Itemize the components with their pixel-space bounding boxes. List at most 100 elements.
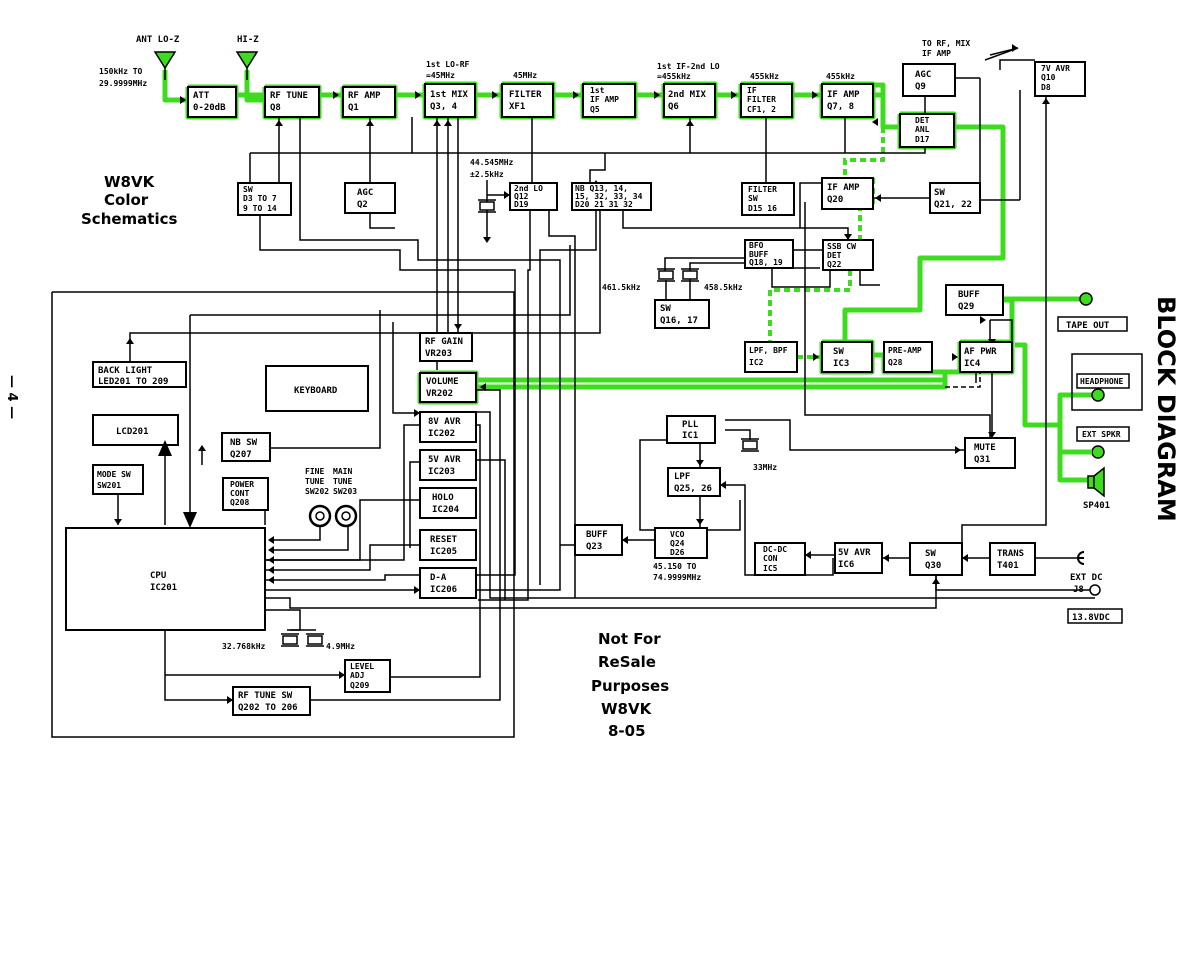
block-bfo-buff: BFO BUFF Q18, 19 <box>744 239 794 269</box>
block-buff-q23-line2: Q23 <box>586 542 602 552</box>
label-ext-spkr: EXT SPKR <box>1082 430 1121 439</box>
block-lcd: LCD201 <box>92 414 179 446</box>
block-vco-line3: D26 <box>670 548 685 557</box>
block-sw-ic3: SW IC3 <box>821 341 873 373</box>
block-sw-q30: SW Q30 <box>909 542 963 576</box>
block-keyboard: KEYBOARD <box>265 365 369 412</box>
block-volume: VOLUME VR202 <box>419 372 477 403</box>
block-power-cont-line2: CONT <box>230 489 249 498</box>
fine-tune-knob-icon <box>308 504 332 528</box>
block-nb-line3: D20 21 31 32 <box>575 200 633 209</box>
label-xtal-458: 458.5kHz <box>704 283 743 292</box>
block-lpf-q25: LPF Q25, 26 <box>667 467 721 497</box>
block-pre-amp-line1: PRE-AMP <box>888 346 922 355</box>
block-7v-avr-line3: D8 <box>1041 83 1051 92</box>
block-2nd-mix-line1: 2nd MIX <box>668 90 707 100</box>
block-2nd-mix: 2nd MIX Q6 <box>663 83 716 118</box>
label-hi-z: HI-Z <box>237 35 259 45</box>
speaker-icon <box>1087 466 1105 498</box>
ext-spkr-jack-icon <box>1091 445 1105 459</box>
block-5v-avr-ic6: 5V AVR IC6 <box>834 542 883 574</box>
block-7v-avr-line2: Q10 <box>1041 73 1056 82</box>
block-vco-line1: VCO <box>670 530 685 539</box>
block-filter-sw-line2: SW <box>748 194 758 203</box>
block-cpu-line1: CPU <box>150 571 166 581</box>
antenna-hi-z-icon <box>235 51 259 80</box>
block-agc-q9-line2: Q9 <box>915 82 926 92</box>
block-back-light: BACK LIGHT LED201 TO 209 <box>92 361 187 388</box>
block-mode-sw: MODE SW SW201 <box>92 464 144 495</box>
block-d-a-line1: D-A <box>430 573 447 583</box>
page-title: BLOCK DIAGRAM <box>1152 296 1180 522</box>
block-rf-tune: RF TUNE Q8 <box>264 86 320 118</box>
block-2nd-mix-line2: Q6 <box>668 102 679 112</box>
label-ant-lo-z: ANT LO-Z <box>136 35 180 45</box>
block-cpu: CPU IC201 <box>65 527 266 631</box>
label-lo-rf-2: =45MHz <box>426 71 455 80</box>
block-dc-dc-line3: IC5 <box>763 564 778 573</box>
block-holo-line2: IC204 <box>432 505 460 515</box>
notice-line1: Not For <box>598 630 661 648</box>
block-cpu-line2: IC201 <box>150 583 177 593</box>
block-sw-d3-line2: D3 TO 7 <box>243 194 277 203</box>
block-sw-q16-line1: SW <box>660 304 671 314</box>
label-455khz-b: 455kHz <box>826 72 855 81</box>
block-5v-avr-ic203-line2: IC203 <box>428 467 455 477</box>
antenna-lo-z-icon <box>153 51 177 80</box>
label-range-2: 29.9999MHz <box>99 79 147 88</box>
block-volume-line2: VR202 <box>426 389 453 399</box>
label-if2-1: 1st IF-2nd LO <box>657 62 720 71</box>
block-ssb-cw-det-line1: SSB CW <box>827 242 856 251</box>
label-headphone: HEADPHONE <box>1080 377 1124 386</box>
label-455khz-a: 455kHz <box>750 72 779 81</box>
block-mode-sw-line1: MODE SW <box>97 470 131 479</box>
block-mute-line1: MUTE <box>974 443 996 453</box>
block-nb-sw-line2: Q207 <box>230 450 252 460</box>
block-dc-dc-line1: DC-DC <box>763 545 787 554</box>
block-buff-q23: BUFF Q23 <box>574 524 623 556</box>
block-sw-q16: SW Q16, 17 <box>654 299 710 329</box>
block-sw-ic3-line2: IC3 <box>833 359 849 369</box>
block-af-pwr-line2: IC4 <box>964 359 981 369</box>
block-if-filter-line3: CF1, 2 <box>747 105 776 114</box>
block-filter-sw-line3: D15 16 <box>748 204 777 213</box>
block-sw-q16-line2: Q16, 17 <box>660 316 698 326</box>
label-xtal-4: 4.9MHz <box>326 642 355 651</box>
block-rf-tune-sw-line2: Q202 TO 206 <box>238 703 298 713</box>
block-if-amp-q20-line1: IF AMP <box>827 183 860 193</box>
block-1st-mix-line2: Q3, 4 <box>430 102 458 112</box>
block-filter-sw: FILTER SW D15 16 <box>741 182 795 216</box>
label-vco-range-1: 45.150 TO <box>653 562 697 571</box>
block-bfo-buff-line1: BFO <box>749 241 764 250</box>
block-rf-tune-line2: Q8 <box>270 103 281 113</box>
block-sw-q21-line2: Q21, 22 <box>934 200 972 210</box>
block-filter-sw-line1: FILTER <box>748 185 777 194</box>
block-dc-dc-line2: CON <box>763 554 778 563</box>
block-holo-line1: HOLO <box>432 493 454 503</box>
block-1st-mix: 1st MIX Q3, 4 <box>424 83 476 118</box>
block-power-cont: POWER CONT Q208 <box>222 477 269 511</box>
block-det-anl-line2: ANL <box>915 125 930 134</box>
block-att-line1: ATT <box>193 91 210 101</box>
crystal-icon <box>281 633 299 647</box>
block-8v-avr-line2: IC202 <box>428 429 455 439</box>
block-nb-line2: 15, 32, 33, 34 <box>575 192 643 201</box>
block-if-filter: IF FILTER CF1, 2 <box>740 83 793 118</box>
block-back-light-line1: BACK LIGHT <box>98 366 153 376</box>
block-att-line2: 0-20dB <box>193 103 226 113</box>
block-level-adj: LEVEL ADJ Q209 <box>344 659 391 693</box>
label-fine-2: TUNE <box>305 477 324 486</box>
block-rf-amp: RF AMP Q1 <box>342 86 396 118</box>
label-fine-3: SW202 <box>305 487 329 496</box>
block-5v-avr-ic203: 5V AVR IC203 <box>419 449 477 481</box>
crystal-icon <box>657 268 675 282</box>
block-sw-q21-line1: SW <box>934 188 945 198</box>
block-sw-q21: SW Q21, 22 <box>929 182 981 214</box>
label-xtal-461: 461.5kHz <box>602 283 641 292</box>
block-if-filter-line1: IF <box>747 86 757 95</box>
headphone-jack-icon <box>1091 388 1105 402</box>
label-13-8vdc: 13.8VDC <box>1072 613 1110 623</box>
tape-out-jack-icon <box>1079 292 1093 306</box>
block-rf-gain-line2: VR203 <box>425 349 452 359</box>
block-det-anl: DET ANL D17 <box>899 113 955 148</box>
